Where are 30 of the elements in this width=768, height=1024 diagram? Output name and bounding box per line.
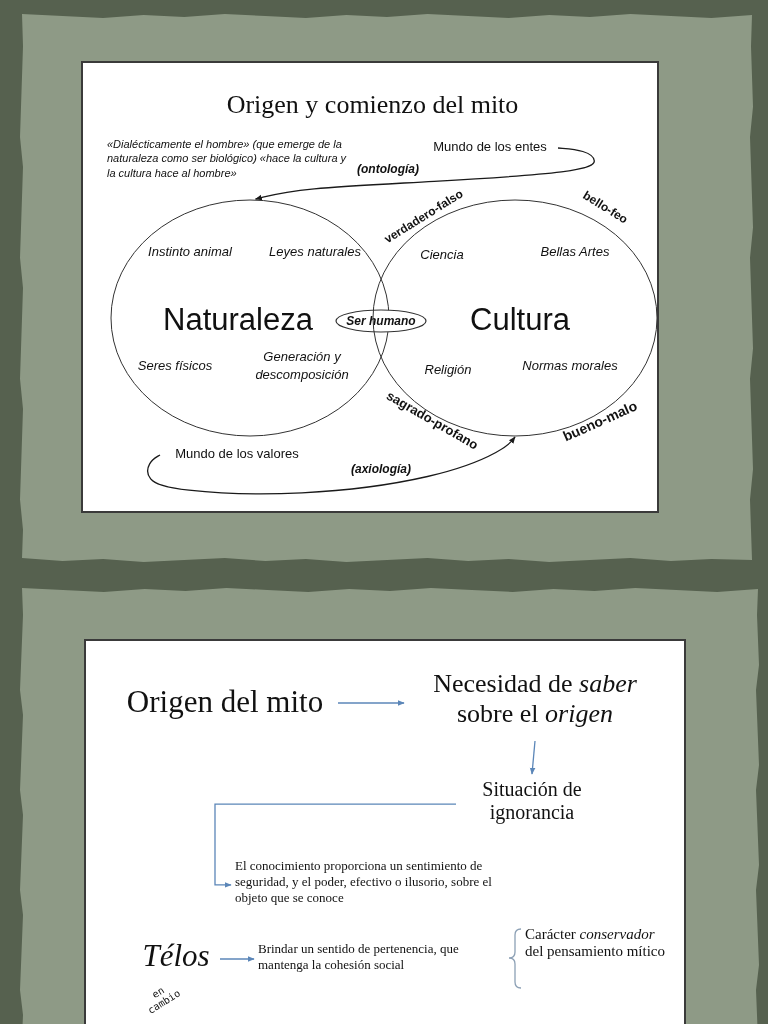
circle-label: Bellas Artes	[539, 243, 611, 261]
text-label: El conocimiento proporciona un sentimiento de seguridad, y el poder, efectivo o ilusorio, sobre el objeto que se conoce	[235, 858, 515, 914]
text-label: Necesidad de saber sobre el origen	[412, 669, 658, 737]
circle-label: Ciencia	[419, 246, 465, 264]
text-label: Mundo de los valores	[163, 446, 311, 464]
circle-label: Leyes naturales	[268, 243, 362, 261]
circle-label: Generación y descomposición	[254, 348, 350, 384]
circle-label: Religión	[423, 361, 473, 379]
arrow	[254, 147, 595, 201]
arrow	[147, 436, 516, 495]
edge-label: (ontología)	[355, 162, 421, 176]
slide-title: Origen y comienzo del mito	[225, 90, 520, 120]
circle-label: Seres físicos	[136, 357, 214, 375]
quote-text: «Dialécticamente el hombre» (que emerge de la naturaleza como ser biológico) «hace la cultura y la cultura hace al hombre»	[107, 137, 347, 180]
arrow	[529, 740, 536, 775]
text-label: Télos	[140, 938, 212, 980]
circle-title: Naturaleza	[163, 301, 313, 340]
arrow	[219, 956, 255, 962]
arrow	[337, 700, 405, 706]
text-label: Situación de ignorancia	[462, 778, 602, 836]
text-label: Carácter conservador del pensamiento mítico	[525, 926, 665, 992]
circle-label: Instinto animal	[147, 243, 233, 261]
circle-label: Normas morales	[521, 357, 619, 375]
text-label: Mundo de los entes	[420, 139, 560, 157]
circle-title: Cultura	[470, 301, 570, 340]
arrow	[214, 803, 457, 888]
edge-label: (axiología)	[349, 462, 413, 476]
oval-label: Ser humano	[346, 314, 416, 328]
text-label: Origen del mito	[120, 684, 330, 722]
text-label: Brindar un sentido de pertenencia, que mantenga la cohesión social	[258, 941, 503, 977]
